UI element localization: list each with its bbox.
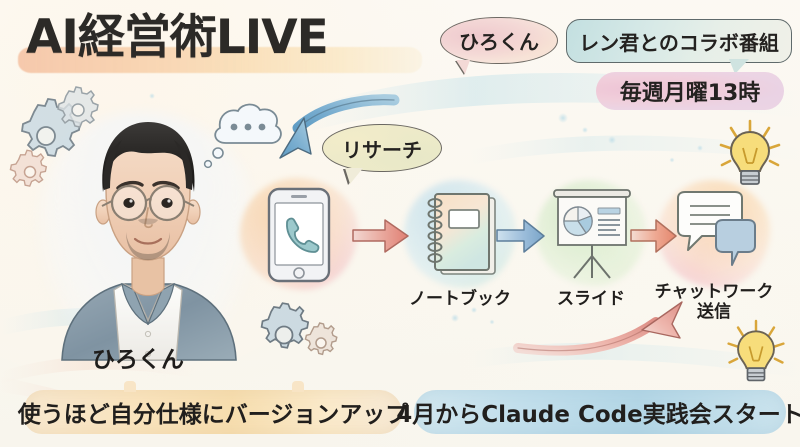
arrow-right-icon	[496, 219, 545, 253]
notebook-icon	[427, 193, 496, 275]
collab-bubble: レン君とのコラボ番組	[566, 19, 792, 74]
page-title: AI経営術LIVE	[18, 10, 422, 73]
research-bubble-label: リサーチ	[342, 137, 422, 162]
step-label-chat-line2: 送信	[697, 302, 731, 323]
nickname-bubble: ひろくん	[440, 17, 558, 74]
banner-right-label: 4月からClaude Code実践会スタート	[396, 402, 800, 428]
step-label-notebook: ノートブック	[409, 289, 511, 309]
banner-nub	[124, 381, 136, 392]
gear-icon	[260, 302, 338, 356]
bubble-tail	[456, 60, 470, 74]
title-text: AI経営術LIVE	[26, 10, 329, 65]
thought-bubble-icon	[203, 103, 282, 169]
collab-bubble-label: レン君とのコラボ番組	[579, 30, 779, 55]
avatar	[61, 122, 237, 361]
arrow-right-icon	[630, 219, 677, 253]
banner-right: 4月からClaude Code実践会スタート	[396, 390, 800, 434]
research-bubble: リサーチ	[322, 124, 442, 184]
gear-icon	[9, 86, 99, 187]
bubble-tail	[345, 168, 363, 184]
schedule-badge: 毎週月曜13時	[596, 72, 784, 110]
banner-left-label: 使うほど自分仕様にバージョンアップ	[17, 402, 409, 428]
banner-left: 使うほど自分仕様にバージョンアップ	[18, 381, 408, 434]
step-label-slide: スライド	[557, 289, 625, 309]
portrait-name-label: ひろくん	[92, 347, 184, 373]
step-label-chat: チャットワーク 送信	[654, 282, 774, 322]
lightbulb-icon	[719, 119, 781, 185]
lightbulb-icon	[727, 319, 785, 382]
smartphone-icon	[267, 187, 331, 283]
arrow-right-icon	[352, 219, 409, 253]
curved-arrow-pink	[513, 301, 683, 356]
bubble-tail	[729, 59, 749, 74]
schedule-badge-label: 毎週月曜13時	[619, 81, 761, 106]
step-label-chat-line1: チャットワーク	[654, 282, 774, 302]
chat-bubbles-icon	[677, 191, 756, 266]
curved-arrow-blue	[279, 94, 400, 159]
nickname-bubble-label: ひろくん	[459, 30, 539, 54]
banner-nub	[292, 381, 304, 392]
title-highlight	[18, 47, 422, 73]
slide-presentation-icon	[553, 189, 631, 279]
